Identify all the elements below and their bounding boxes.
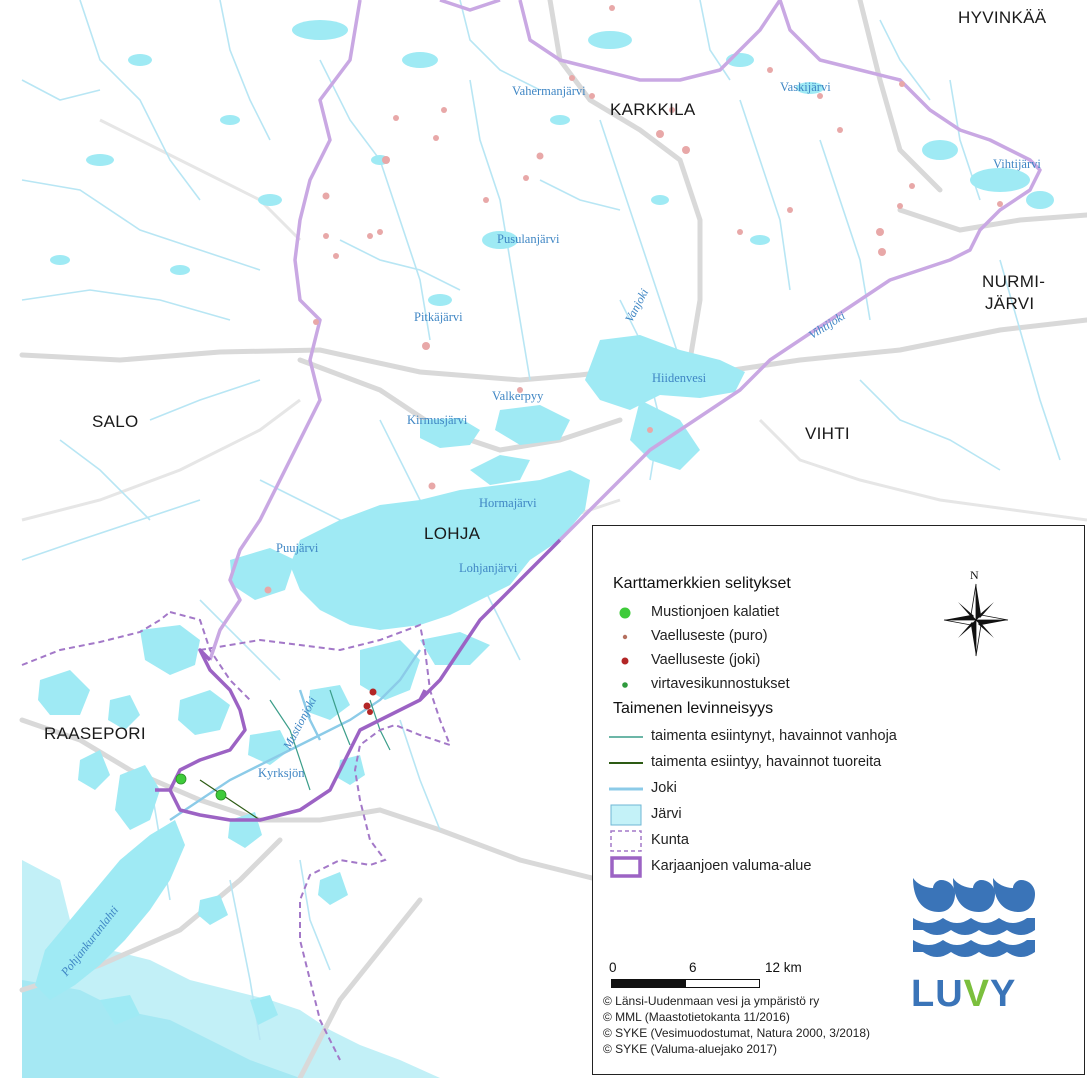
legend-title: Karttamerkkien selitykset <box>613 575 791 592</box>
lake-vihtijarvi: Vihtijärvi <box>993 157 1041 171</box>
lake-lohjanjarvi: Lohjanjärvi <box>459 561 518 575</box>
legend-item-tuoreita: taimenta esiintyy, havainnot tuoreita <box>593 752 1084 774</box>
municipality-symbol <box>610 830 642 852</box>
sea-area <box>22 860 440 1078</box>
compass-rose-icon <box>943 583 1009 657</box>
scale-label-mid: 6 <box>689 960 697 975</box>
scale-bar-graphic <box>611 979 760 988</box>
legend-item-valuma: Karjaanjoen valuma-alue <box>593 856 1084 878</box>
lake-kirmusjarvi: Kirmusjärvi <box>407 413 468 427</box>
place-lohja: LOHJA <box>424 524 481 543</box>
legend-item-kunnostus: virtavesikunnostukset <box>593 674 1084 696</box>
catchment-boundary-main <box>155 538 562 822</box>
legend-item-jarvi: Järvi <box>593 804 1084 826</box>
legend-item-kalatiet: Mustionjoen kalatiet <box>593 602 1084 624</box>
place-karkkila: KARKKILA <box>610 100 696 119</box>
barrier-stream-points <box>264 5 1003 594</box>
lake-hormajarvi: Hormajärvi <box>479 496 537 510</box>
lake-vaskijarvi: Vaskijärvi <box>780 80 831 94</box>
legend-label: Mustionjoen kalatiet <box>651 604 780 620</box>
legend-section-title: Taimenen levinneisyys <box>613 700 774 717</box>
legend-item-joki: Vaelluseste (joki) <box>593 650 1084 672</box>
legend-label: Vaelluseste (puro) <box>651 628 768 644</box>
north-letter: N <box>970 568 979 582</box>
place-nurmijarvi-2: JÄRVI <box>985 294 1035 313</box>
north-arrow: N <box>941 568 1011 658</box>
legend-item-vanhoja: taimenta esiintynyt, havainnot vanhoja <box>593 726 1084 748</box>
place-salo: SALO <box>92 412 139 431</box>
legend-label: Karjaanjoen valuma-alue <box>651 858 812 874</box>
lake-symbol <box>610 804 642 826</box>
lakes <box>35 20 1054 1025</box>
catchment-boundary <box>208 0 1042 661</box>
municipality-boundaries <box>21 611 452 1061</box>
new-observation-line-symbol <box>609 762 643 764</box>
legend-label: Vaelluseste (joki) <box>651 652 761 668</box>
credit-line: © MML (Maastotietokanta 11/2016) <box>603 1010 790 1024</box>
lake-pitkajarvi: Pitkäjärvi <box>414 310 463 324</box>
lake-kyrksjon: Kyrksjön <box>258 766 305 780</box>
scale-label-end: 12 km <box>765 960 802 975</box>
scale-bar: 0 6 12 km <box>607 960 867 1000</box>
credit-line: © SYKE (Valuma-aluejako 2017) <box>603 1042 778 1056</box>
barrier-river-points <box>363 688 377 715</box>
credit-line: © Länsi-Uudenmaan vesi ja ympäristö ry <box>603 994 820 1008</box>
place-raasepori: RAASEPORI <box>44 724 146 743</box>
legend-item-kunta: Kunta <box>593 830 1084 852</box>
lake-valkerpyy: Valkerpyy <box>492 389 544 403</box>
luvy-logo: LUVY <box>909 874 1039 1016</box>
restoration-symbol <box>622 682 628 688</box>
legend-label: taimenta esiintyy, havainnot tuoreita <box>651 754 882 770</box>
river-line-symbol <box>609 787 643 791</box>
fishway-points <box>175 773 227 801</box>
river-network <box>21 0 1061 1041</box>
lake-vahermanjarvi: Vahermanjärvi <box>512 84 586 98</box>
legend-item-puro: Vaelluseste (puro) <box>593 626 1084 648</box>
luvy-logo-text: LUVY <box>911 973 1017 1015</box>
scale-label-zero: 0 <box>609 960 617 975</box>
legend-label: virtavesikunnostukset <box>651 676 790 692</box>
place-hyvinkaa: HYVINKÄÄ <box>958 8 1047 27</box>
barrier-stream-symbol <box>622 634 628 640</box>
legend-panel: Karttamerkkien selitykset Mustionjoen ka… <box>592 525 1085 1075</box>
lake-puujarvi: Puujärvi <box>276 541 319 555</box>
legend-label: Kunta <box>651 832 689 848</box>
old-observation-line-symbol <box>609 736 643 738</box>
credit-line: © SYKE (Vesimuodostumat, Natura 2000, 3/… <box>603 1026 870 1040</box>
water-drops-logo-icon <box>913 878 1035 957</box>
place-nurmijarvi-1: NURMI- <box>982 272 1046 291</box>
legend-label: Joki <box>651 780 677 796</box>
legend-item-jokiline: Joki <box>593 778 1084 800</box>
place-vihti: VIHTI <box>805 424 850 443</box>
catchment-symbol <box>610 856 642 878</box>
legend-label: Järvi <box>651 806 682 822</box>
roads <box>19 0 1087 1081</box>
fishway-symbol <box>619 607 631 619</box>
lake-hiidenvesi: Hiidenvesi <box>652 371 707 385</box>
barrier-river-symbol <box>621 657 629 665</box>
lake-pusulanjarvi: Pusulanjärvi <box>497 232 560 246</box>
trout-streams-new <box>199 779 261 821</box>
legend-label: taimenta esiintynyt, havainnot vanhoja <box>651 728 897 744</box>
